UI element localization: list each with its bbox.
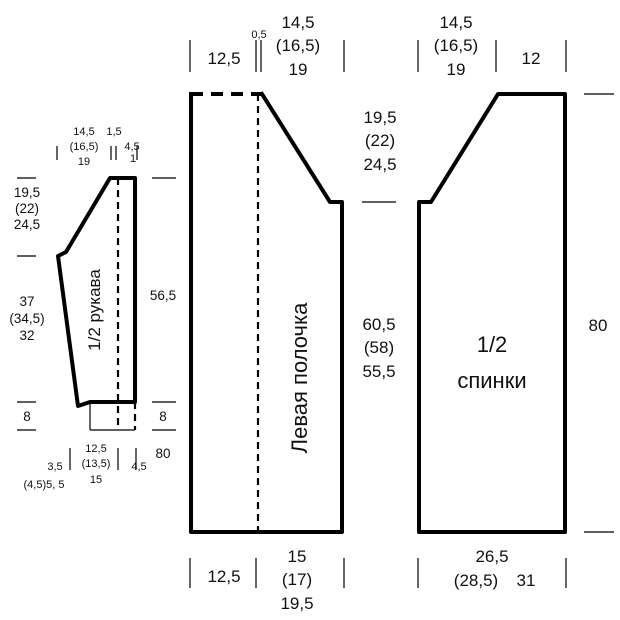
svg-text:(16,5): (16,5) — [276, 36, 320, 55]
back-right-dimension: 80 — [584, 93, 614, 533]
svg-text:15: 15 — [288, 547, 307, 566]
sleeve-outline — [56, 176, 137, 408]
svg-text:(22): (22) — [365, 131, 395, 150]
svg-text:1: 1 — [130, 153, 136, 165]
svg-text:14,5: 14,5 — [281, 13, 314, 32]
svg-text:14,5: 14,5 — [73, 126, 94, 138]
svg-text:19: 19 — [78, 156, 90, 168]
back-outline — [417, 92, 567, 534]
svg-text:(17): (17) — [282, 570, 312, 589]
svg-text:(4,5)5, 5: (4,5)5, 5 — [24, 479, 65, 491]
svg-text:24,5: 24,5 — [363, 155, 396, 174]
svg-text:(34,5): (34,5) — [9, 311, 44, 326]
svg-text:(16,5): (16,5) — [70, 141, 99, 153]
svg-text:55,5: 55,5 — [362, 362, 395, 381]
front-piece: Левая полочка — [189, 91, 344, 534]
svg-text:31: 31 — [517, 571, 536, 590]
svg-text:24,5: 24,5 — [14, 217, 40, 232]
svg-text:8: 8 — [23, 409, 31, 424]
front-left-dimension: 56,5 8 80 — [150, 177, 176, 461]
svg-text:(58): (58) — [364, 338, 394, 357]
front-bottom-dimension: 12,5 15 (17) 19,5 — [189, 547, 345, 613]
svg-text:19: 19 — [289, 60, 308, 79]
svg-text:4,5: 4,5 — [124, 141, 139, 153]
svg-text:12: 12 — [522, 49, 541, 68]
svg-text:12,5: 12,5 — [207, 567, 240, 586]
front-title: Левая полочка — [287, 302, 312, 453]
svg-text:14,5: 14,5 — [439, 13, 472, 32]
svg-text:19,5: 19,5 — [363, 108, 396, 127]
svg-text:19,5: 19,5 — [14, 185, 40, 200]
front-outline — [189, 91, 344, 534]
svg-text:8: 8 — [159, 409, 167, 424]
svg-text:(13,5): (13,5) — [82, 458, 111, 470]
svg-text:80: 80 — [589, 316, 608, 335]
sleeve-bottom-dimension: 12,5 (13,5) 15 3,5 (4,5)5, 5 4,5 — [24, 443, 147, 491]
sleeve-title: 1/2 рукава — [85, 269, 104, 351]
svg-text:(28,5): (28,5) — [454, 571, 498, 590]
svg-text:12,5: 12,5 — [207, 49, 240, 68]
front-top-dimension: 12,5 0,5 14,5 (16,5) 19 — [189, 13, 345, 79]
svg-text:4,5: 4,5 — [131, 461, 146, 473]
sleeve-left-dimension: 19,5 (22) 24,5 37 (34,5) 32 8 — [9, 177, 45, 431]
svg-text:12,5: 12,5 — [85, 443, 106, 455]
back-title-line-2: спинки — [457, 368, 526, 393]
svg-text:37: 37 — [19, 294, 34, 309]
back-bottom-dimension: 26,5 (28,5) 31 — [417, 547, 567, 590]
svg-text:1,5: 1,5 — [106, 126, 121, 138]
front-right-dimension: 19,5 (22) 24,5 60,5 (58) 55,5 — [362, 108, 397, 381]
back-top-dimension: 14,5 (16,5) 19 12 — [417, 13, 567, 79]
svg-text:(16,5): (16,5) — [434, 36, 478, 55]
svg-text:3,5: 3,5 — [47, 461, 62, 473]
sleeve-piece: 1/2 рукава — [56, 176, 137, 431]
back-title-line-1: 1/2 — [477, 332, 508, 357]
svg-text:(22): (22) — [15, 201, 39, 216]
sleeve-top-dimension: 14,5 (16,5) 19 1,5 4,5 1 — [56, 126, 140, 168]
svg-text:0,5: 0,5 — [251, 29, 266, 41]
svg-text:60,5: 60,5 — [362, 315, 395, 334]
svg-text:32: 32 — [19, 328, 34, 343]
svg-text:80: 80 — [155, 446, 170, 461]
svg-text:19: 19 — [447, 60, 466, 79]
svg-text:56,5: 56,5 — [150, 288, 176, 303]
svg-text:19,5: 19,5 — [280, 594, 313, 613]
svg-text:26,5: 26,5 — [475, 547, 508, 566]
back-piece: 1/2 спинки — [417, 92, 567, 534]
svg-text:15: 15 — [90, 474, 102, 486]
